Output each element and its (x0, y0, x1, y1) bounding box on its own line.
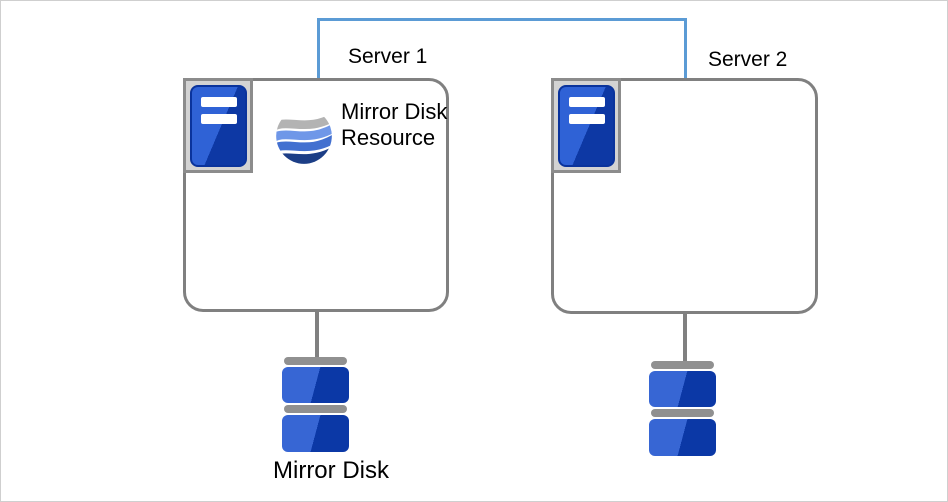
disk-segment (282, 367, 349, 403)
mirror-disk-label: Mirror Disk (273, 457, 389, 484)
server1-disk-connector (315, 310, 319, 359)
disk-cap (651, 361, 714, 369)
interconnect-line-left (317, 18, 320, 78)
disk-separator (651, 409, 714, 417)
mirror-disk-resource-icon (276, 110, 332, 164)
server-tower-icon (189, 84, 247, 167)
disk-cap (284, 357, 347, 365)
tower-drive-bay-icon (568, 113, 605, 124)
disk-segment (649, 419, 716, 456)
interconnect-line-right (684, 18, 687, 78)
server2-label: Server 2 (708, 48, 788, 71)
disk-segment (282, 415, 349, 452)
tower-drive-bay-icon (200, 96, 237, 107)
tower-drive-bay-icon (200, 113, 237, 124)
interconnect-line-horizontal (317, 18, 687, 21)
server1-icon-frame (183, 78, 253, 173)
server2-icon-frame (551, 78, 621, 173)
server1-label: Server 1 (348, 45, 428, 68)
tower-drive-bay-icon (568, 96, 605, 107)
disk-separator (284, 405, 347, 413)
server-tower-icon (557, 84, 615, 167)
disk-segment (649, 371, 716, 407)
mirror-disk-icon (649, 361, 716, 456)
mirror-disk-icon (282, 357, 349, 452)
server2-disk-connector (683, 313, 687, 363)
mirror-disk-resource-label: Mirror Disk Resource (341, 99, 448, 150)
